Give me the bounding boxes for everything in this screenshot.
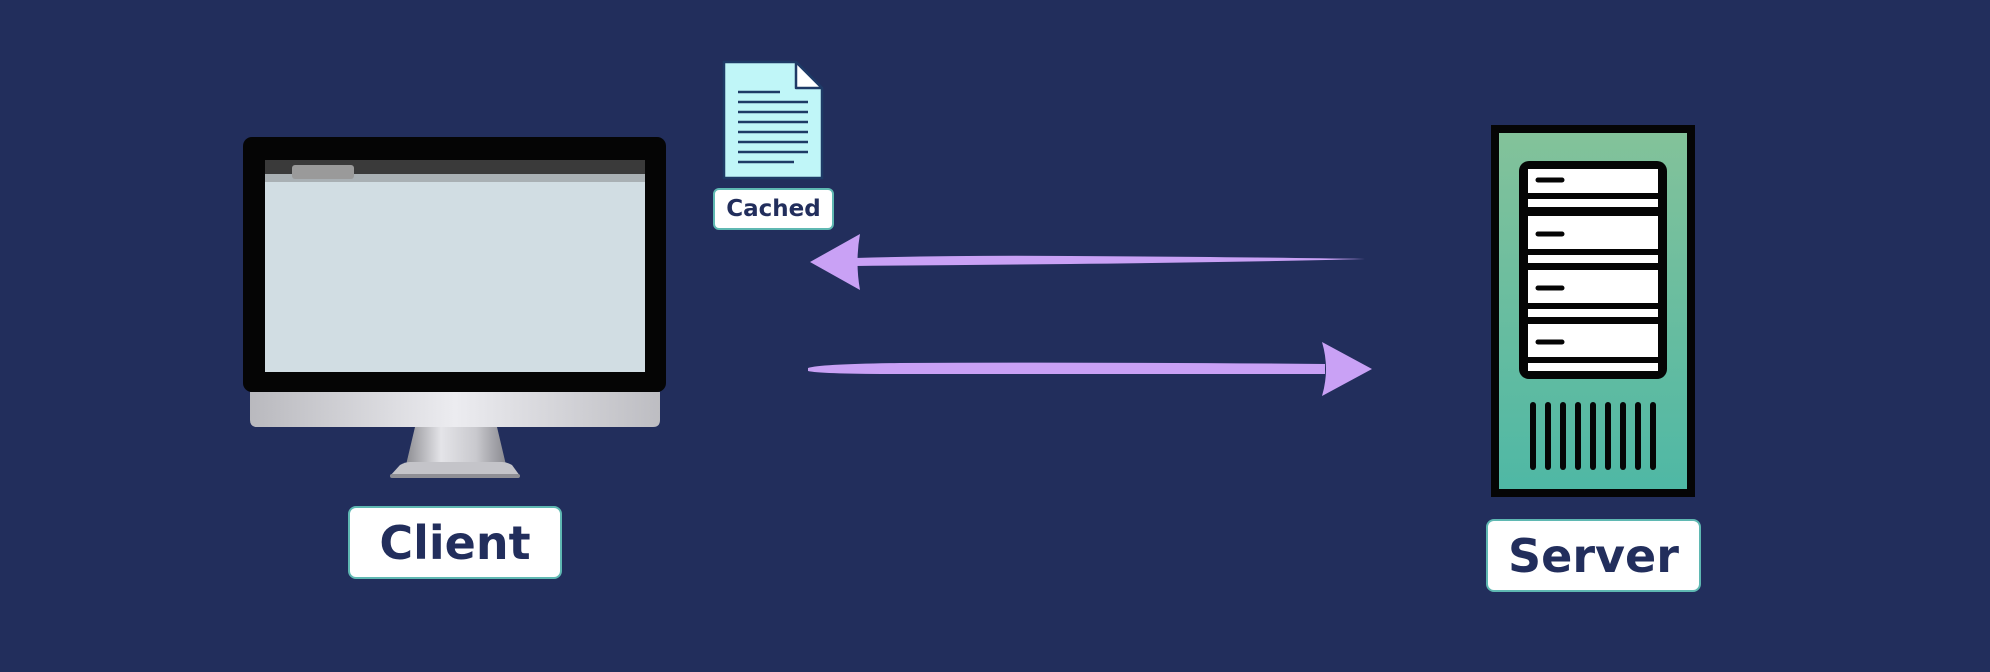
server-label: Server bbox=[1486, 519, 1701, 592]
server-tower-icon bbox=[1491, 125, 1695, 497]
cached-label: Cached bbox=[713, 188, 834, 230]
client-label: Client bbox=[348, 506, 562, 579]
arrow-server-to-client bbox=[810, 234, 1365, 290]
desktop-monitor-icon bbox=[243, 137, 666, 478]
arrow-client-to-server bbox=[808, 342, 1372, 396]
document-icon bbox=[722, 60, 824, 180]
